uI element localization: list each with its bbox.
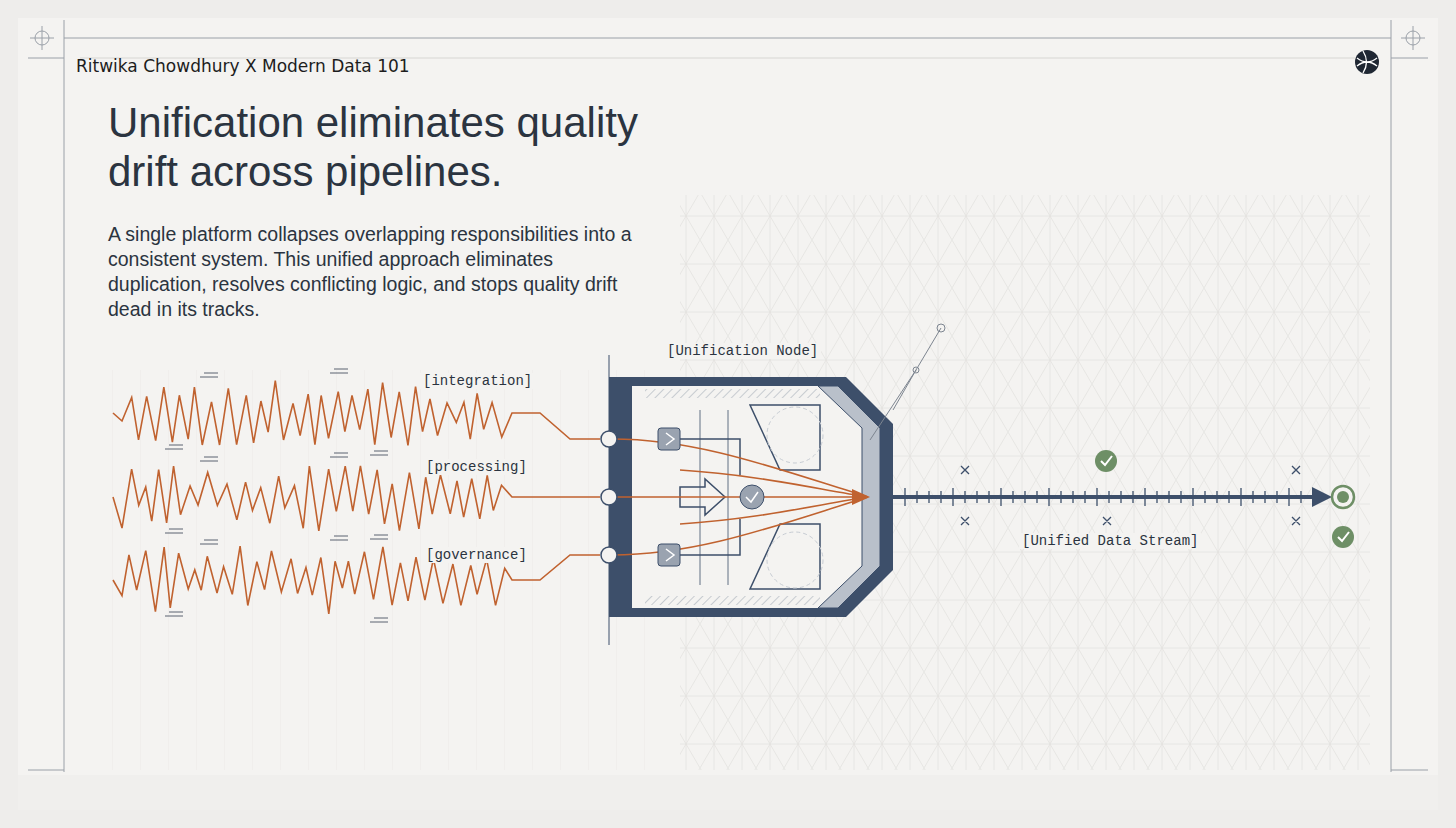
bottom-strip: [18, 775, 1438, 810]
unification-housing: [601, 324, 945, 645]
node-label: [Unification Node]: [664, 343, 821, 359]
noisy-waveform: [113, 466, 600, 531]
unification-node: [Unification Node]: [600, 340, 900, 620]
slide-title: Unification eliminates quality drift acr…: [108, 98, 708, 196]
stream-label: [Unified Data Stream]: [1019, 533, 1201, 549]
noisy-waveform: [113, 381, 600, 446]
stream-label: [processing]: [423, 459, 530, 475]
unified-stream: [893, 450, 1354, 548]
noisy-waveform: [113, 546, 600, 614]
noisy-pipelines: [113, 369, 600, 622]
stream-label: [governance]: [423, 547, 530, 563]
page-ground: [18, 18, 1438, 775]
slide-caption: A single platform collapses overlapping …: [108, 222, 648, 322]
logo-icon: [1355, 50, 1379, 74]
stream-label: [integration]: [420, 373, 535, 389]
frame: [28, 20, 1428, 772]
header-credit: Ritwika Chowdhury X Modern Data 101: [76, 56, 410, 76]
